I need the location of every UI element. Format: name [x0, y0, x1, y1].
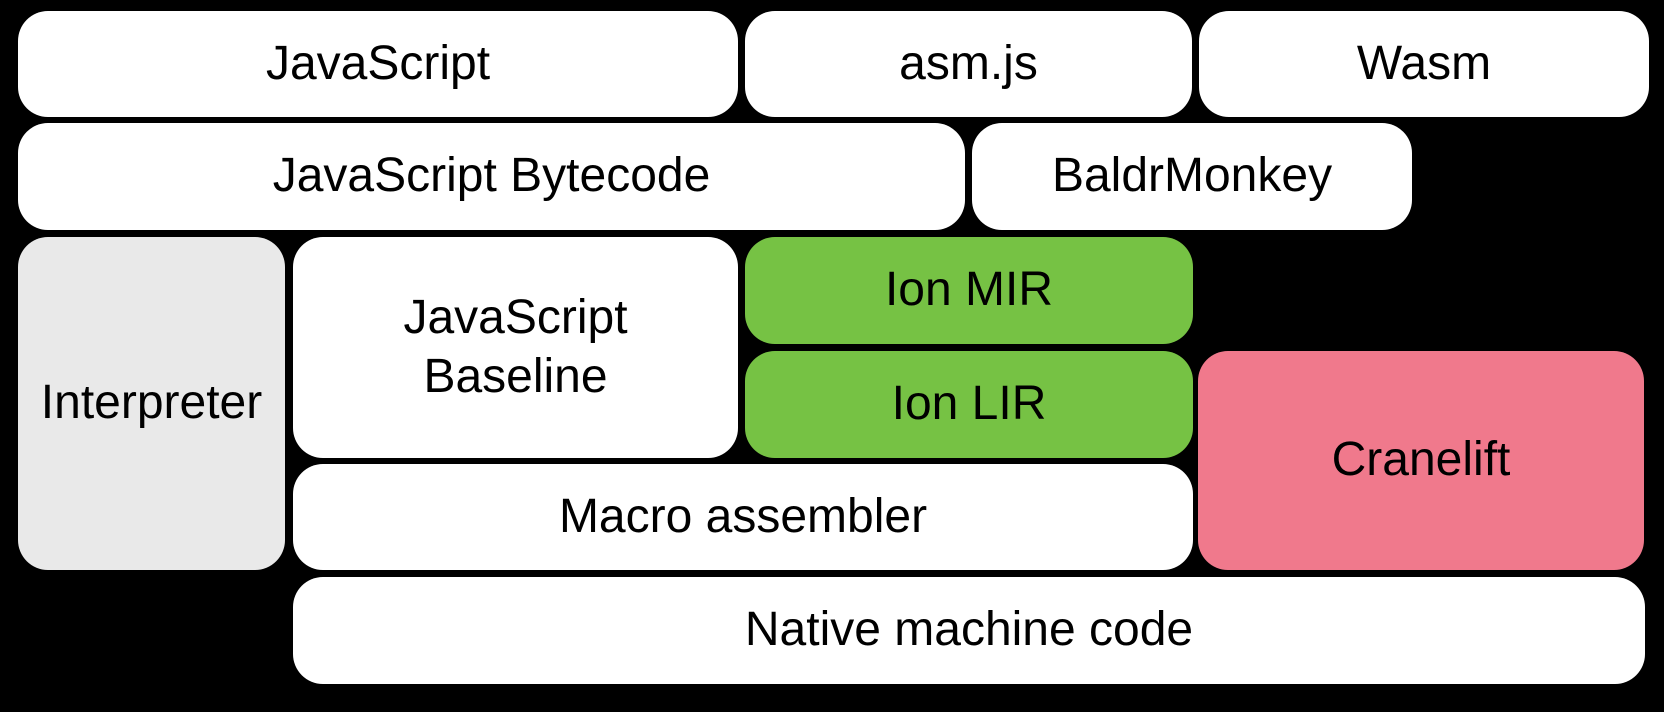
block-javascript-baseline: JavaScript Baseline	[293, 237, 738, 458]
block-interpreter-label: Interpreter	[40, 376, 263, 430]
block-wasm: Wasm	[1199, 11, 1649, 117]
block-macro-assembler-label: Macro assembler	[558, 489, 928, 543]
block-cranelift-label: Cranelift	[1331, 433, 1511, 487]
block-javascript-label: JavaScript	[265, 36, 491, 90]
block-wasm-label: Wasm	[1356, 36, 1492, 90]
block-asmjs: asm.js	[745, 11, 1192, 117]
block-ion-lir-label: Ion LIR	[891, 377, 1047, 431]
block-ion-mir-label: Ion MIR	[884, 263, 1054, 317]
block-cranelift: Cranelift	[1198, 351, 1644, 570]
block-javascript: JavaScript	[18, 11, 738, 117]
block-interpreter: Interpreter	[18, 237, 285, 570]
block-baldrmonkey: BaldrMonkey	[972, 123, 1412, 230]
block-macro-assembler: Macro assembler	[293, 464, 1193, 570]
block-ion-mir: Ion MIR	[745, 237, 1193, 344]
block-baldrmonkey-label: BaldrMonkey	[1051, 149, 1333, 203]
block-javascript-baseline-label: JavaScript Baseline	[403, 289, 627, 406]
block-native-machine-code: Native machine code	[293, 577, 1645, 684]
block-asmjs-label: asm.js	[899, 36, 1038, 90]
baseline-label-line-1: JavaScript	[403, 290, 628, 344]
block-javascript-bytecode: JavaScript Bytecode	[18, 123, 965, 230]
block-ion-lir: Ion LIR	[745, 351, 1193, 458]
baseline-label-line-2: Baseline	[423, 349, 608, 403]
block-native-machine-code-label: Native machine code	[744, 603, 1194, 657]
block-javascript-bytecode-label: JavaScript Bytecode	[272, 149, 711, 203]
